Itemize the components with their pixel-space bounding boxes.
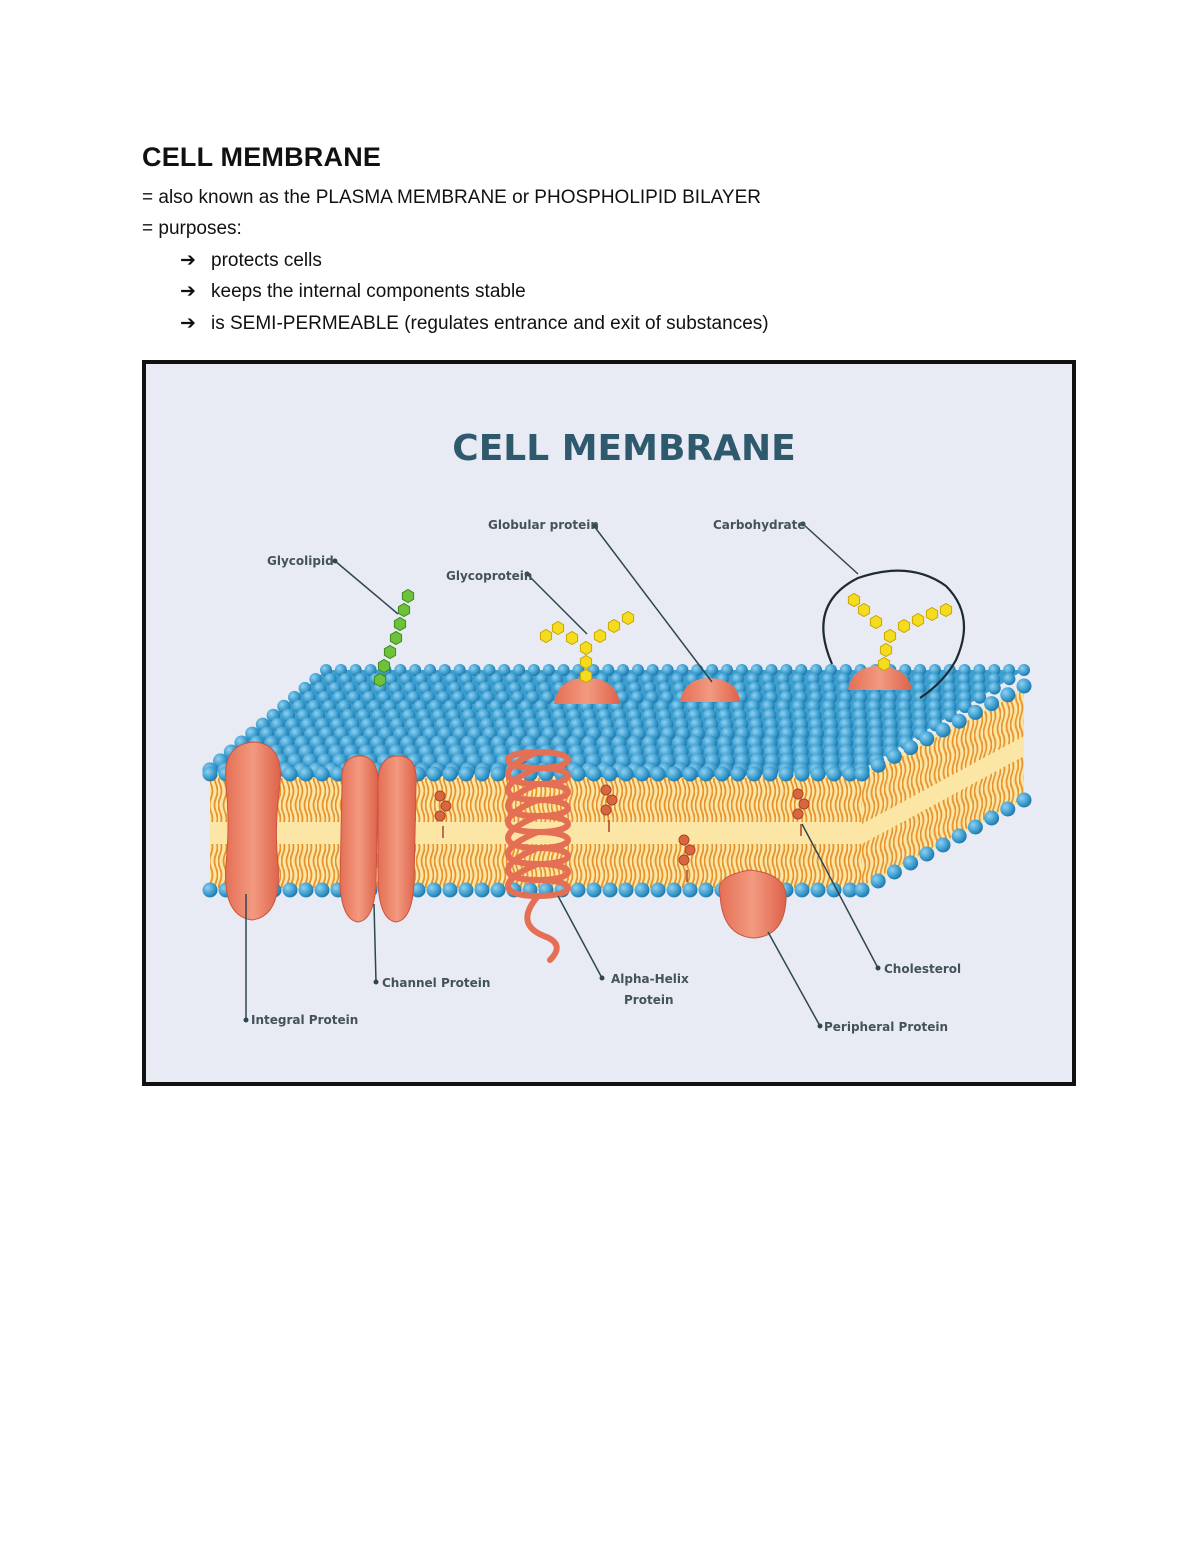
label-carbohydrate: Carbohydrate xyxy=(713,518,806,532)
leader-lines xyxy=(243,521,881,1029)
document-title: CELL MEMBRANE xyxy=(142,142,382,172)
bullet-item: ➔ protects cells xyxy=(180,249,322,272)
label-peripheral-protein: Peripheral Protein xyxy=(824,1020,948,1034)
figure-title: CELL MEMBRANE xyxy=(452,428,795,469)
bullet-item: ➔ keeps the internal components stable xyxy=(180,280,526,303)
globular-protein-shape xyxy=(680,678,740,702)
carbohydrate-chains xyxy=(373,588,953,688)
side-lower-tails xyxy=(862,756,1024,886)
arrow-icon: ➔ xyxy=(180,281,196,302)
definition-line: = also known as the PLASMA MEMBRANE or P… xyxy=(142,187,761,208)
glycoprotein-base xyxy=(554,678,620,704)
alpha-helix-protein-shape xyxy=(505,748,571,963)
bullet-text: keeps the internal components stable xyxy=(211,281,526,302)
carbohydrate-highlight-circle xyxy=(822,569,966,699)
channel-protein-left xyxy=(339,755,379,923)
integral-protein-shape xyxy=(225,741,281,921)
arrow-icon: ➔ xyxy=(180,313,196,334)
carbohydrate-base-protein xyxy=(848,666,912,690)
label-alpha-helix: Alpha-Helix xyxy=(611,972,689,986)
arrow-icon: ➔ xyxy=(180,250,196,271)
label-integral-protein: Integral Protein xyxy=(251,1013,358,1027)
phospholipid-heads-top xyxy=(202,664,1030,778)
bullet-text: is SEMI-PERMEABLE (regulates entrance an… xyxy=(211,313,769,334)
purposes-line: = purposes: xyxy=(142,218,242,239)
channel-protein-right xyxy=(377,755,417,923)
label-alpha-helix-protein: Protein xyxy=(624,993,674,1007)
label-globular-protein: Globular protein xyxy=(488,518,599,532)
label-glycoprotein: Glycoprotein xyxy=(446,569,532,583)
peripheral-protein-shape xyxy=(718,869,787,939)
cell-membrane-figure: CELL MEMBRANE xyxy=(142,360,1076,1086)
membrane-diagram: CELL MEMBRANE xyxy=(202,428,1032,1034)
side-upper-tails xyxy=(862,690,1024,824)
bullet-text: protects cells xyxy=(211,250,322,271)
label-cholesterol: Cholesterol xyxy=(884,962,961,976)
label-channel-protein: Channel Protein xyxy=(382,976,490,990)
bullet-item: ➔ is SEMI-PERMEABLE (regulates entrance a… xyxy=(180,312,769,335)
label-glycolipid: Glycolipid xyxy=(267,554,334,568)
cholesterol-molecules xyxy=(434,784,810,882)
